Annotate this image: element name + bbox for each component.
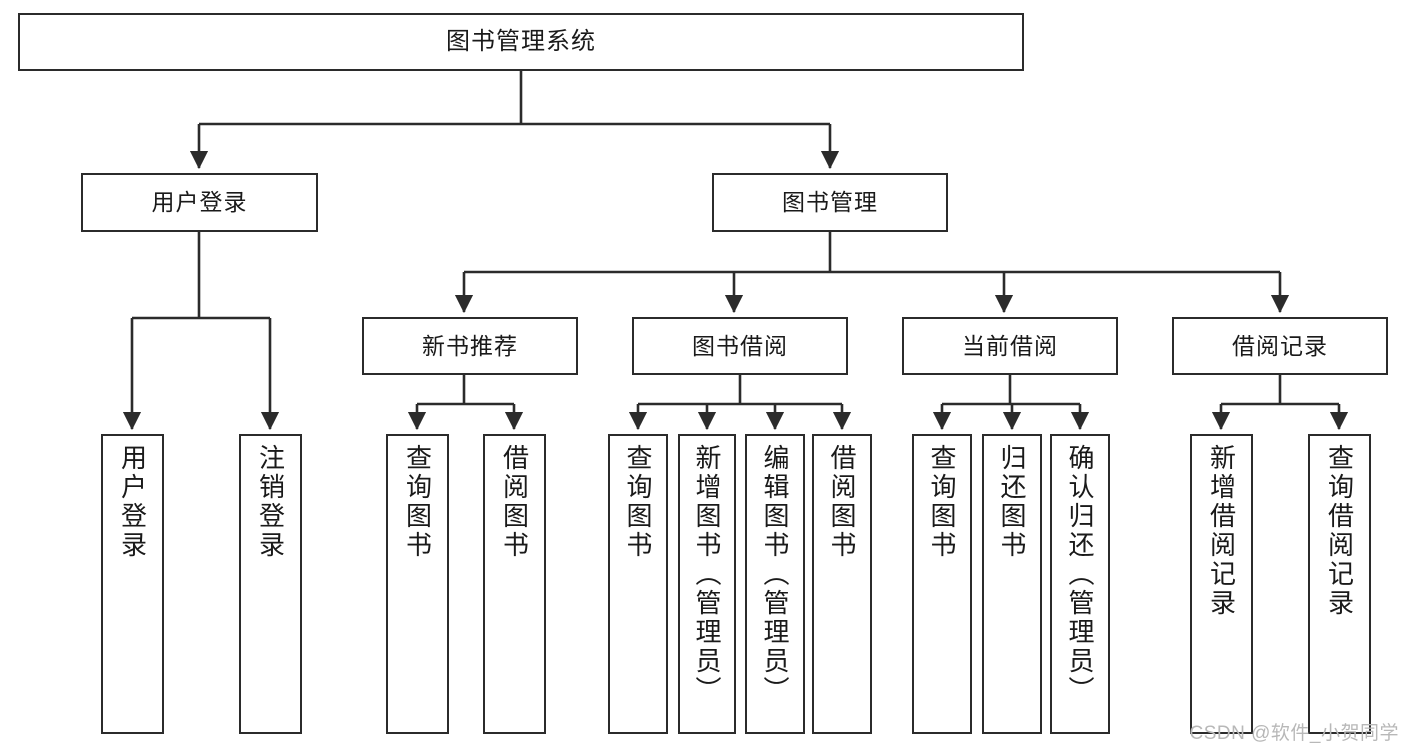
node-current-borrow[interactable]: 当前借阅 bbox=[902, 317, 1118, 375]
node-label: 归还图书 bbox=[997, 444, 1027, 560]
leaf-query-borrow-record[interactable]: 查询借阅记录 bbox=[1308, 434, 1371, 734]
leaf-add-borrow-record[interactable]: 新增借阅记录 bbox=[1190, 434, 1253, 734]
node-label: 借阅图书 bbox=[827, 444, 857, 560]
leaf-user-login[interactable]: 用户登录 bbox=[101, 434, 164, 734]
node-label: 用户登录 bbox=[117, 444, 148, 560]
node-label: 用户登录 bbox=[151, 189, 248, 216]
node-label: 新增图书（管理员） bbox=[692, 444, 722, 705]
leaf-lend-book[interactable]: 借阅图书 bbox=[812, 434, 872, 734]
node-label: 注销登录 bbox=[255, 444, 286, 560]
leaf-edit-book-admin[interactable]: 编辑图书（管理员） bbox=[745, 434, 805, 734]
leaf-borrow-book-newbook[interactable]: 借阅图书 bbox=[483, 434, 546, 734]
node-label: 编辑图书（管理员） bbox=[760, 444, 790, 705]
node-book-management[interactable]: 图书管理 bbox=[712, 173, 948, 232]
node-label: 新书推荐 bbox=[422, 332, 518, 359]
node-label: 图书借阅 bbox=[692, 332, 788, 359]
node-book-borrow[interactable]: 图书借阅 bbox=[632, 317, 848, 375]
leaf-logout[interactable]: 注销登录 bbox=[239, 434, 302, 734]
leaf-confirm-return-admin[interactable]: 确认归还（管理员） bbox=[1050, 434, 1110, 734]
node-root-system[interactable]: 图书管理系统 bbox=[18, 13, 1024, 71]
node-label: 新增借阅记录 bbox=[1206, 444, 1237, 618]
node-label: 查询借阅记录 bbox=[1324, 444, 1355, 618]
node-borrow-records[interactable]: 借阅记录 bbox=[1172, 317, 1388, 375]
node-label: 图书管理系统 bbox=[446, 28, 596, 56]
node-new-book-recommend[interactable]: 新书推荐 bbox=[362, 317, 578, 375]
leaf-query-book-current[interactable]: 查询图书 bbox=[912, 434, 972, 734]
leaf-query-book-newbook[interactable]: 查询图书 bbox=[386, 434, 449, 734]
node-label: 借阅记录 bbox=[1232, 332, 1328, 359]
leaf-query-book-borrow[interactable]: 查询图书 bbox=[608, 434, 668, 734]
node-label: 借阅图书 bbox=[499, 444, 530, 560]
csdn-watermark: CSDN @软件_小贺同学 bbox=[1189, 723, 1399, 744]
node-label: 查询图书 bbox=[402, 444, 433, 560]
node-label: 确认归还（管理员） bbox=[1065, 444, 1095, 705]
node-label: 查询图书 bbox=[927, 444, 957, 560]
leaf-add-book-admin[interactable]: 新增图书（管理员） bbox=[678, 434, 736, 734]
node-label: 图书管理 bbox=[782, 189, 878, 216]
node-label: 查询图书 bbox=[623, 444, 653, 560]
node-label: 当前借阅 bbox=[962, 332, 1058, 359]
node-user-login[interactable]: 用户登录 bbox=[81, 173, 318, 232]
leaf-return-book[interactable]: 归还图书 bbox=[982, 434, 1042, 734]
